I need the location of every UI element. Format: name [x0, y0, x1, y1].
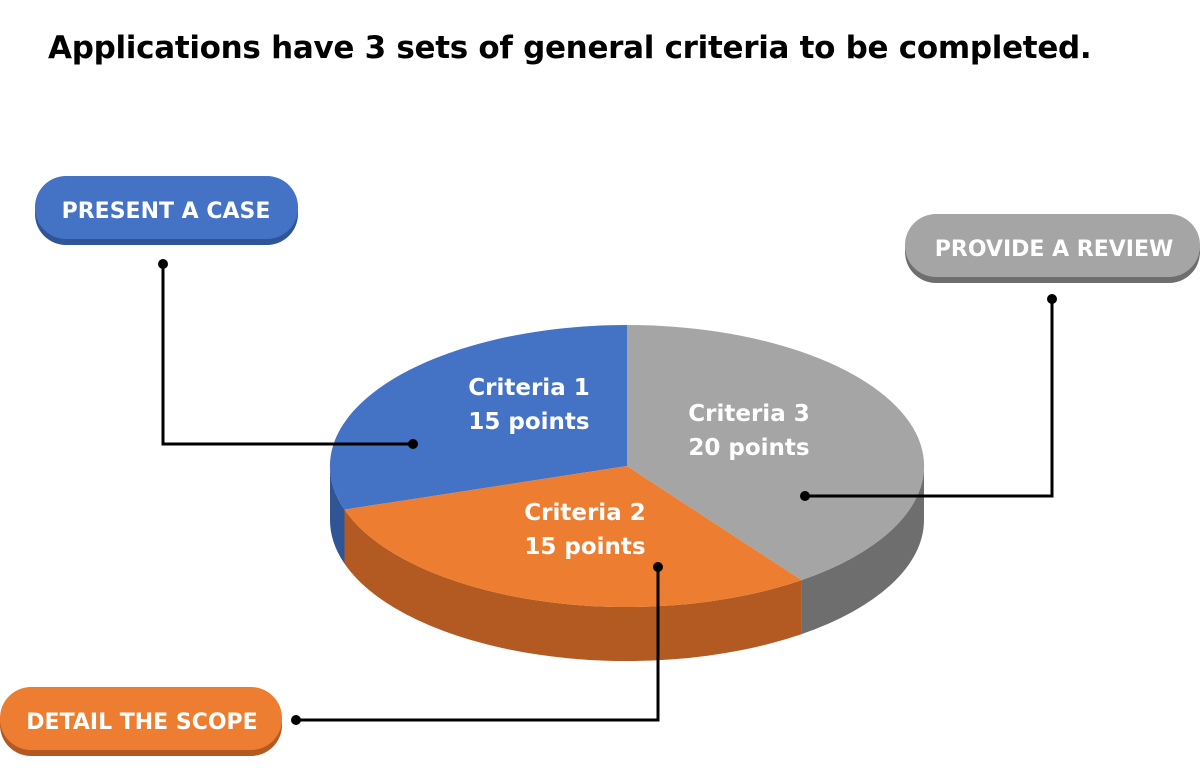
callout-detail-the-scope[interactable]: DETAIL THE SCOPE: [0, 687, 282, 756]
pie-side-criteria-2: [344, 509, 802, 662]
slice-label-criteria-2: Criteria 2: [524, 500, 645, 526]
connector-detail-the-scope: [296, 567, 660, 722]
slice-label-criteria-3: Criteria 3: [688, 401, 809, 427]
callout-provide-a-review[interactable]: PROVIDE A REVIEW: [905, 214, 1200, 283]
callout-present-a-case[interactable]: PRESENT A CASE: [35, 176, 298, 245]
callout-present-a-case-text: PRESENT A CASE: [62, 199, 271, 224]
pie-side-criteria-1: [329, 466, 345, 564]
callout-connectors: [161, 264, 1054, 722]
slice-label-criteria-1: Criteria 1: [468, 375, 589, 401]
callout-detail-the-scope-text: DETAIL THE SCOPE: [26, 710, 257, 735]
pie-slice-criteria-1[interactable]: [329, 325, 627, 510]
connector-dots: [158, 259, 1057, 725]
chart-title: Applications have 3 sets of general crit…: [48, 30, 1092, 66]
dot-present-a-case-end: [408, 439, 418, 449]
slice-value-criteria-2: 15 points: [524, 534, 645, 560]
dot-provide-a-review-end: [800, 491, 810, 501]
slice-value-criteria-1: 15 points: [468, 409, 589, 435]
dot-detail-the-scope-top: [653, 562, 663, 572]
pie-side-faces: [329, 466, 924, 662]
pie-side-criteria-3: [801, 466, 924, 635]
pie-slice-criteria-3[interactable]: [627, 325, 925, 581]
dot-present-a-case-top: [158, 259, 168, 269]
pie-slice-criteria-2[interactable]: [344, 466, 802, 608]
dot-provide-a-review-top: [1047, 294, 1057, 304]
pie-top-faces: [329, 325, 925, 608]
connector-present-a-case: [161, 264, 413, 446]
slice-value-criteria-3: 20 points: [688, 435, 809, 461]
connector-provide-a-review: [805, 299, 1054, 498]
callout-provide-a-review-text: PROVIDE A REVIEW: [935, 237, 1174, 262]
dot-detail-the-scope-end: [291, 715, 301, 725]
